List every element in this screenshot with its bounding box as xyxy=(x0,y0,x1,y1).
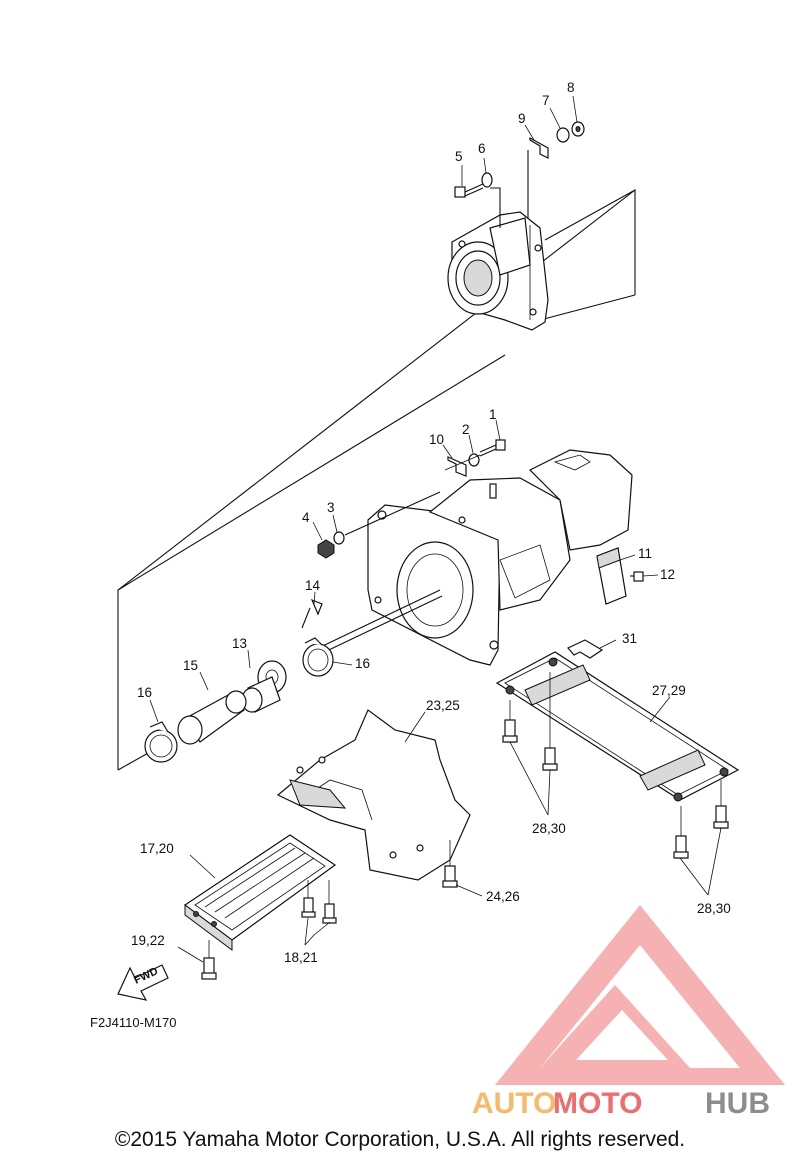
plate-31 xyxy=(567,639,604,659)
callout-19-22: 19,22 xyxy=(131,933,165,948)
callout-13: 13 xyxy=(232,636,247,651)
assembly-frame xyxy=(117,188,636,771)
rubber-block-and-bolt xyxy=(596,547,644,605)
watermark-hub: HUB xyxy=(705,1087,770,1120)
automotohub-watermark-logo xyxy=(495,905,785,1085)
intake-duct xyxy=(276,709,471,881)
top-fasteners xyxy=(454,121,585,228)
callout-11: 11 xyxy=(638,546,652,561)
callout-9: 9 xyxy=(518,111,526,126)
callout-31: 31 xyxy=(622,631,637,646)
mid-fasteners xyxy=(317,439,506,559)
small-screws xyxy=(201,840,458,980)
callout-3: 3 xyxy=(327,500,335,515)
callout-10: 10 xyxy=(429,432,444,447)
coupling-parts xyxy=(144,598,334,763)
callout-labels: 1 2 3 4 5 6 7 8 9 10 11 12 13 14 15 16 1… xyxy=(131,80,731,965)
drive-shaft xyxy=(309,589,443,659)
callout-28-30-right: 28,30 xyxy=(697,901,731,916)
forward-arrow-icon: FWD xyxy=(117,964,169,1001)
callout-18-21: 18,21 xyxy=(284,950,318,965)
callout-16-right: 16 xyxy=(355,656,370,671)
bearing-housing xyxy=(447,211,549,331)
callout-24-26: 24,26 xyxy=(486,889,520,904)
jet-pump-housing xyxy=(367,449,633,666)
diagram-code: F2J4110-M170 xyxy=(90,1015,176,1030)
callout-17-20: 17,20 xyxy=(140,841,174,856)
intake-grate xyxy=(183,834,337,951)
callout-12: 12 xyxy=(660,567,675,582)
callout-7: 7 xyxy=(542,93,550,108)
callout-15: 15 xyxy=(183,658,198,673)
callout-6: 6 xyxy=(478,141,486,156)
callout-4: 4 xyxy=(302,510,310,525)
callout-16-left: 16 xyxy=(137,685,152,700)
callout-28-30-center: 28,30 xyxy=(532,821,566,836)
copyright-notice: ©2015 Yamaha Motor Corporation, U.S.A. A… xyxy=(114,1128,686,1151)
callout-27-29: 27,29 xyxy=(652,683,686,698)
callout-14: 14 xyxy=(305,578,321,593)
callout-1: 1 xyxy=(489,407,497,422)
watermark-auto: AUTO xyxy=(472,1087,556,1120)
automotohub-watermark-text: AUTO MOTO HUB xyxy=(472,1087,770,1120)
callout-5: 5 xyxy=(455,149,463,164)
callout-8: 8 xyxy=(567,80,575,95)
callout-2: 2 xyxy=(462,422,470,437)
watermark-moto: MOTO xyxy=(553,1087,642,1120)
callout-23-25: 23,25 xyxy=(426,698,460,713)
ride-plate xyxy=(495,651,740,802)
leader-lines xyxy=(149,95,722,963)
ride-plate-screws xyxy=(502,672,729,859)
